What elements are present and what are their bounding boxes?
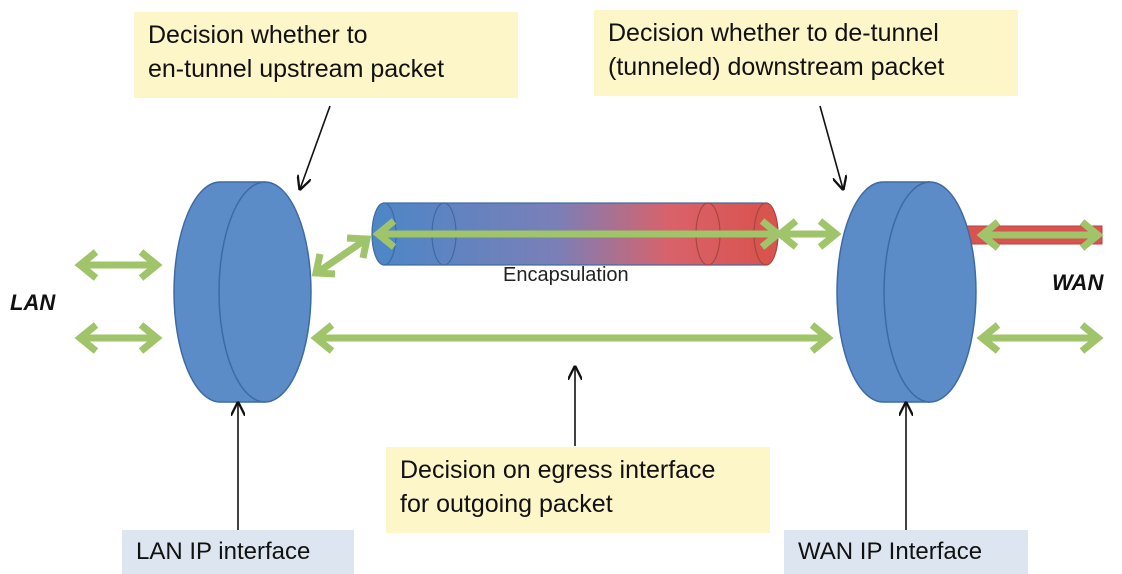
entunnel-pointer-arrow — [300, 105, 331, 189]
lan-upper-double-arrow — [74, 249, 163, 281]
encapsulation-label: Encapsulation — [503, 264, 629, 286]
entunnel-callout-line2: en-tunnel upstream packet — [148, 55, 445, 83]
lan-ip-interface-label: LAN IP interface — [122, 530, 354, 574]
detunnel-pointer-arrow — [819, 105, 843, 189]
lan-to-tunnel-diagonal-arrow — [311, 234, 372, 278]
egress-callout-line2: for outgoing packet — [400, 490, 613, 518]
wan-side-label: WAN — [1052, 270, 1104, 295]
tunnel-to-wan-double-arrow — [774, 218, 842, 250]
entunnel-callout-line1: Decision whether to — [148, 21, 368, 49]
wan-ip-interface-label: WAN IP Interface — [784, 530, 1028, 574]
wan-lower-double-arrow — [976, 322, 1104, 354]
egress-decision-callout: Decision on egress interface for outgoin… — [386, 447, 770, 533]
detunnel-callout-line1: Decision whether to de-tunnel — [608, 19, 939, 47]
detunnel-callout-line2: (tunneled) downstream packet — [608, 53, 945, 81]
detunnel-decision-callout: Decision whether to de-tunnel (tunneled)… — [594, 10, 1018, 96]
wan-ip-interface-text: WAN IP Interface — [798, 538, 983, 565]
egress-callout-line1: Decision on egress interface — [400, 456, 716, 484]
wan-upper-double-arrow — [976, 219, 1104, 251]
lan-ip-interface-text: LAN IP interface — [136, 538, 311, 565]
lan-side-label: LAN — [10, 290, 56, 315]
lan-interface-cylinder — [173, 181, 312, 403]
entunnel-decision-callout: Decision whether to en-tunnel upstream p… — [134, 12, 518, 98]
wan-interface-cylinder — [836, 181, 977, 403]
lan-lower-double-arrow — [74, 322, 163, 354]
egress-double-arrow — [310, 322, 834, 354]
